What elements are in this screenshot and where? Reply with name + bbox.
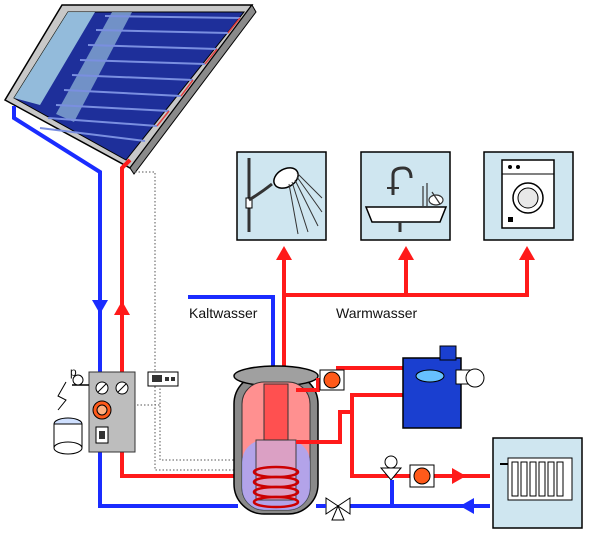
warm-water-label: Warmwasser	[336, 305, 417, 321]
circulation-pump-boiler	[319, 369, 345, 391]
cold-water-label: Kaltwasser	[189, 305, 258, 321]
sink-icon	[360, 151, 451, 241]
sensor-wires	[130, 171, 240, 471]
warm-water-arrows	[276, 246, 535, 260]
shower-icon	[236, 151, 327, 241]
solar-pump-station	[88, 371, 136, 453]
controller-icon	[147, 371, 179, 387]
gauge-label: p	[70, 365, 77, 379]
storage-tank-icon	[233, 365, 319, 515]
expansion-vessel-icon: p	[53, 365, 89, 455]
collector-return-pipe	[12, 106, 238, 508]
heating-return-arrow	[460, 498, 474, 514]
washing-machine-icon	[483, 151, 574, 241]
collector-flow-pipe	[120, 158, 238, 478]
mixing-valve	[379, 455, 403, 481]
boiler-arrow	[452, 468, 466, 484]
up-arrow	[114, 301, 130, 315]
boiler-icon	[402, 345, 485, 429]
radiator-icon	[492, 437, 583, 529]
three-way-valve	[325, 497, 351, 521]
solar-collector-icon	[3, 4, 257, 175]
down-arrow	[92, 300, 108, 314]
circulation-pump-heating	[409, 464, 435, 488]
